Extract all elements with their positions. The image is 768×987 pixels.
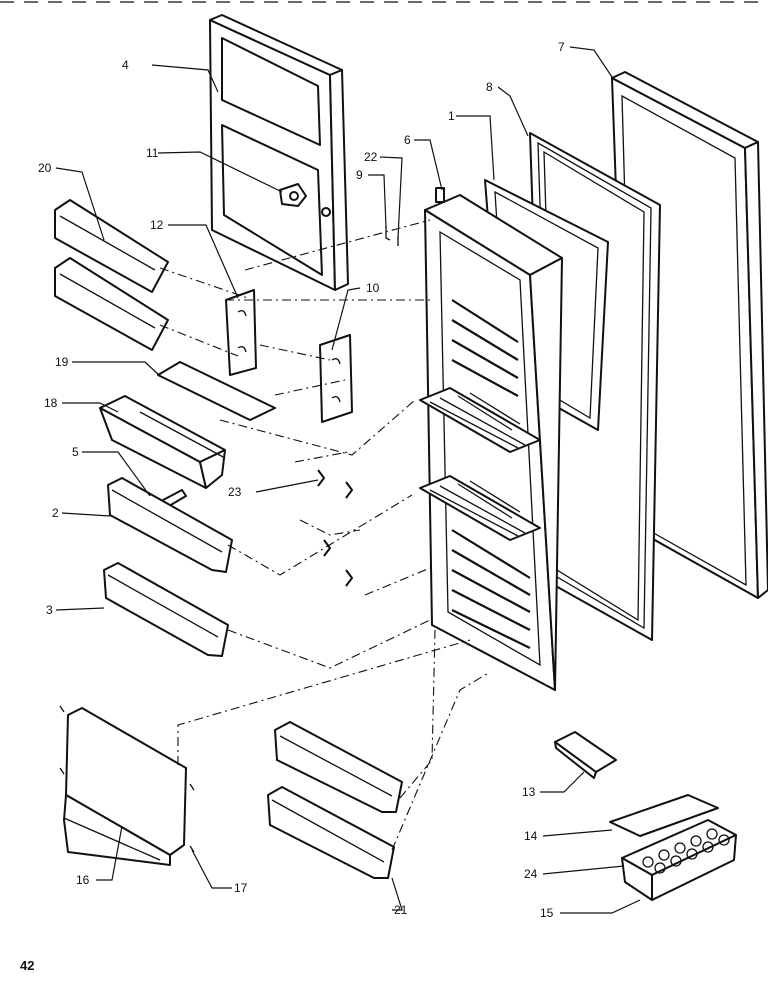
callout-1: 1 xyxy=(448,109,455,123)
callout-11: 11 xyxy=(146,146,159,160)
part-17-screws xyxy=(59,705,195,853)
part-14-ice-bin-lid xyxy=(609,794,719,837)
callout-21: 21 xyxy=(394,903,408,917)
cabinet-liner xyxy=(419,187,563,691)
leader-lines xyxy=(55,46,641,914)
part-3-door-bin xyxy=(103,562,229,657)
part-24-ice-tray xyxy=(621,819,737,901)
callout-18: 18 xyxy=(44,396,58,410)
callout-5: 5 xyxy=(72,445,79,459)
assembly-lines xyxy=(159,219,491,851)
callout-2: 2 xyxy=(52,506,59,520)
part-11-hinge xyxy=(279,183,307,207)
part-18-drawer xyxy=(99,395,226,489)
callout-4: 4 xyxy=(122,58,129,72)
callout-22: 22 xyxy=(364,150,378,164)
callout-24: 24 xyxy=(524,867,538,881)
part-16-crisper-cover xyxy=(63,707,187,866)
callout-23: 23 xyxy=(228,485,242,499)
callout-16: 16 xyxy=(76,873,90,887)
callout-10: 10 xyxy=(366,281,380,295)
part-19-cover xyxy=(157,361,276,421)
callout-20: 20 xyxy=(38,161,52,175)
callout-14: 14 xyxy=(524,829,538,843)
part-2-door-bin xyxy=(107,477,233,573)
part-23-clips xyxy=(317,469,353,587)
callout-8: 8 xyxy=(486,80,493,94)
callout-13: 13 xyxy=(522,785,536,799)
callout-3: 3 xyxy=(46,603,53,617)
part-10-bracket xyxy=(319,334,353,423)
part-4-door-frame xyxy=(209,14,349,291)
callout-12: 12 xyxy=(150,218,164,232)
callout-15: 15 xyxy=(540,906,554,920)
callout-9: 9 xyxy=(356,168,363,182)
callout-17: 17 xyxy=(234,881,248,895)
part-20-shelves xyxy=(54,199,169,351)
callout-labels: 4 11 20 12 10 19 18 5 2 3 23 6 1 8 7 22 … xyxy=(38,40,565,920)
callout-7: 7 xyxy=(558,40,565,54)
part-13-tray xyxy=(554,731,617,779)
page-number: 42 xyxy=(20,958,34,973)
part-12-bracket xyxy=(225,289,257,376)
callout-6: 6 xyxy=(404,133,411,147)
part-21-lower-bins xyxy=(267,721,403,879)
callout-19: 19 xyxy=(55,355,69,369)
